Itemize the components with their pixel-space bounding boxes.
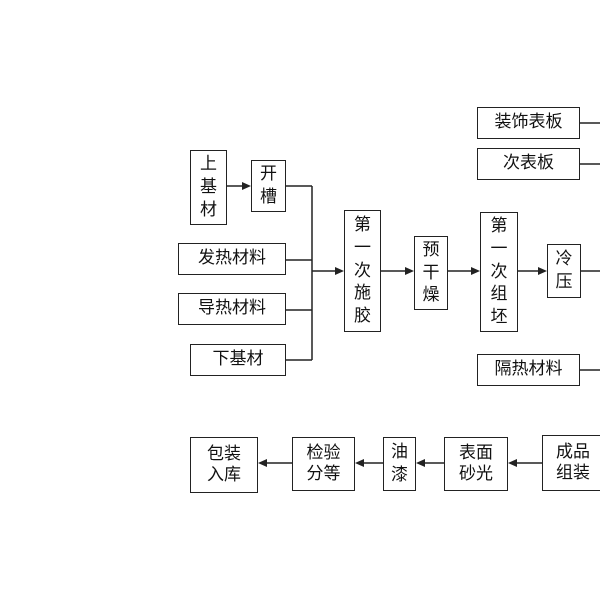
arrowhead: [355, 459, 364, 467]
node-heating-material: 发热材料: [178, 243, 286, 275]
node-upper-substrate: 上 基 材: [190, 150, 227, 225]
node-packaging: 包装 入库: [190, 437, 258, 493]
arrowhead: [538, 267, 547, 275]
node-pre-dry: 预 干 燥: [414, 236, 448, 310]
arrowhead: [335, 267, 344, 275]
node-product-assembly: 成品 组装: [542, 435, 600, 491]
node-cold-press: 冷 压: [547, 244, 581, 298]
node-painting: 油 漆: [383, 437, 416, 491]
arrowhead: [242, 182, 251, 190]
node-decor-panel: 装饰表板: [477, 107, 580, 139]
node-inspection: 检验 分等: [292, 437, 355, 491]
node-surface-sanding: 表面 砂光: [444, 437, 508, 491]
node-slotting: 开 槽: [251, 160, 286, 212]
node-first-assembly: 第 一 次 组 坯: [480, 212, 518, 332]
arrowhead: [258, 459, 267, 467]
node-first-glue: 第 一 次 施 胶: [344, 210, 381, 332]
node-insulation-material: 隔热材料: [477, 354, 580, 386]
arrowhead: [508, 459, 517, 467]
arrowhead: [405, 267, 414, 275]
node-lower-substrate: 下基材: [190, 344, 286, 376]
node-conductive-material: 导热材料: [178, 293, 286, 325]
node-secondary-panel: 次表板: [477, 148, 580, 180]
arrowhead: [416, 459, 425, 467]
arrowhead: [471, 267, 480, 275]
